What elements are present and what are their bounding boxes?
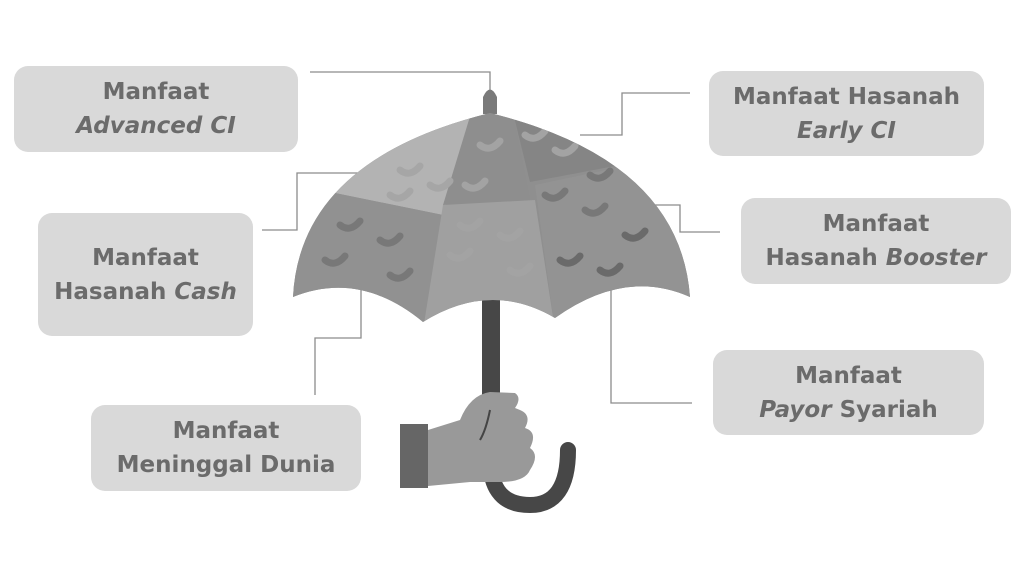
label-line1: Manfaat [102, 79, 210, 105]
label-plain: Meninggal Dunia [116, 452, 336, 478]
hand-holding-umbrella [400, 392, 535, 488]
label-italic: Payor [759, 396, 832, 423]
label-italic: Booster [885, 245, 987, 271]
umbrella-handle [483, 432, 576, 514]
label-line1: Manfaat [795, 362, 902, 389]
label-plain: Syariah [831, 396, 938, 423]
label-line1: Manfaat [822, 211, 930, 237]
label-advanced-ci: Manfaat Advanced CI [14, 66, 298, 152]
label-plain: Hasanah [54, 278, 175, 305]
label-early-ci: Manfaat Hasanah Early CI [709, 71, 984, 156]
label-italic: Early CI [797, 117, 896, 144]
label-italic: Cash [174, 278, 237, 305]
label-italic: Advanced CI [76, 113, 236, 139]
label-line1: Manfaat Hasanah [732, 83, 961, 110]
label-hasanah-cash: Manfaat Hasanah Cash [38, 213, 253, 336]
label-hasanah-booster: Manfaat Hasanah Booster [741, 198, 1011, 284]
label-payor-syariah: Manfaat Payor Syariah [713, 350, 984, 435]
label-line1: Manfaat [172, 418, 280, 444]
label-line1: Manfaat [92, 244, 199, 271]
umbrella-tip [483, 89, 497, 114]
label-meninggal-dunia: Manfaat Meninggal Dunia [91, 405, 361, 491]
label-plain: Hasanah [765, 245, 886, 271]
